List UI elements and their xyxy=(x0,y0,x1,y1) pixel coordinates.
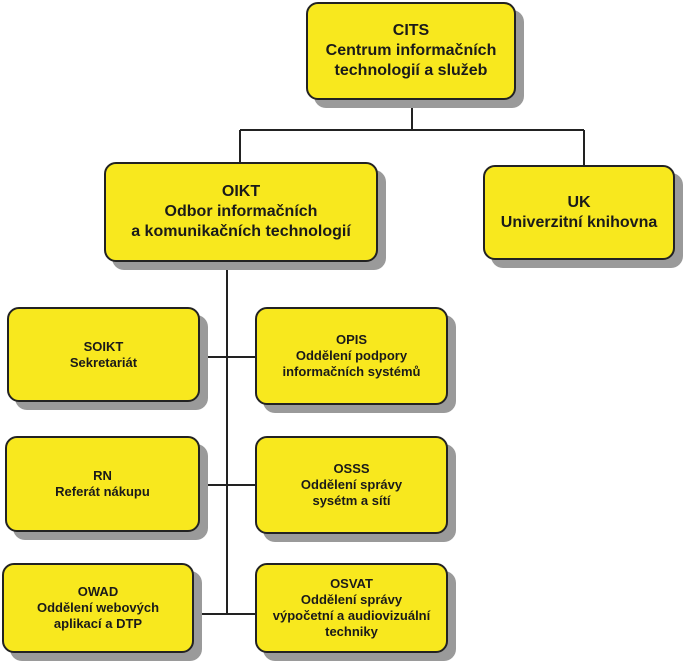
node-rn: RN Referát nákupu xyxy=(5,436,200,532)
node-osvat-line3: techniky xyxy=(325,624,378,639)
node-osvat-line2: výpočetní a audiovizuální xyxy=(272,608,431,623)
node-soikt-line1: Sekretariát xyxy=(69,354,138,370)
node-oikt-line2: a komunikačních technologií xyxy=(131,223,351,240)
node-uk-line1: Univerzitní knihovna xyxy=(500,213,658,231)
node-opis: OPIS Oddělení podpory informačních systé… xyxy=(255,307,448,405)
node-uk-code: UK xyxy=(567,193,591,211)
node-opis-line2: informačních systémů xyxy=(282,364,421,379)
node-osss: OSSS Oddělení správy sysétm a sítí xyxy=(255,436,448,534)
node-osvat: OSVAT Oddělení správy výpočetní a audiov… xyxy=(255,563,448,653)
node-owad: OWAD Oddělení webových aplikací a DTP xyxy=(2,563,194,653)
node-soikt-code: SOIKT xyxy=(83,338,124,354)
node-cits-line1: Centrum informačních xyxy=(325,42,497,59)
node-osss-code: OSSS xyxy=(333,461,370,476)
node-osvat-code: OSVAT xyxy=(330,576,373,591)
node-rn-code: RN xyxy=(93,468,112,483)
node-osss-line1: Oddělení správy xyxy=(300,477,403,492)
node-osss-line2: sysétm a sítí xyxy=(312,493,391,508)
node-oikt-line1: Odbor informačních xyxy=(164,203,318,220)
node-opis-line1: Oddělení podpory xyxy=(295,348,408,363)
node-owad-line2: aplikací a DTP xyxy=(53,616,143,631)
node-cits-code: CITS xyxy=(392,22,430,39)
node-cits-line2: technologií a služeb xyxy=(334,62,488,79)
node-owad-line1: Oddělení webových xyxy=(36,600,160,615)
node-opis-code: OPIS xyxy=(335,332,368,347)
node-soikt: SOIKT Sekretariát xyxy=(7,307,200,402)
node-osvat-line1: Oddělení správy xyxy=(300,592,403,607)
node-cits: CITS Centrum informačních technologií a … xyxy=(306,2,516,100)
node-oikt-code: OIKT xyxy=(221,183,261,200)
node-oikt: OIKT Odbor informačních a komunikačních … xyxy=(104,162,378,262)
node-owad-code: OWAD xyxy=(77,584,119,599)
node-rn-line1: Referát nákupu xyxy=(55,484,150,499)
node-uk: UK Univerzitní knihovna xyxy=(483,165,675,260)
